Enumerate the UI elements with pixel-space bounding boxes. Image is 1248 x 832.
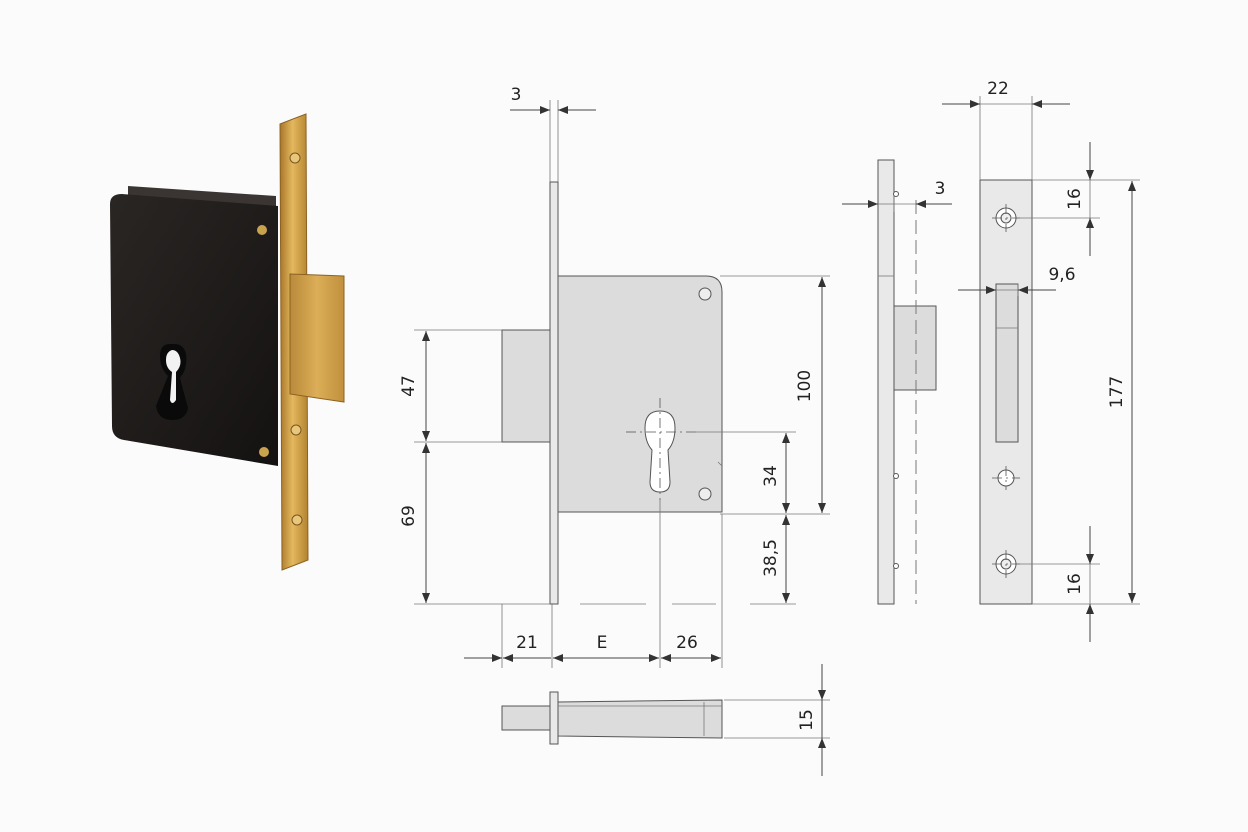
- dim-faceplate-width: 22: [987, 79, 1009, 99]
- faceplate-screw-2: [290, 424, 302, 436]
- case-screw-bottom-icon: [698, 487, 712, 501]
- front-case-notch: [717, 461, 723, 467]
- bolt-slot: [995, 283, 1019, 443]
- dim-front-thickness: 3: [511, 85, 522, 105]
- faceplate-view: 22 16 9,6 177 16: [942, 79, 1140, 642]
- dim-cylinder-bottom: 38,5: [761, 539, 781, 577]
- bottom-faceplate: [549, 691, 559, 745]
- lock-photo: [110, 113, 345, 571]
- front-view: 3 47 69 100 34 38,5 21 E 26: [399, 85, 830, 668]
- front-bolt: [501, 329, 551, 443]
- faceplate-screw-1: [289, 152, 301, 164]
- bottom-view: 15: [501, 664, 830, 776]
- front-faceplate: [549, 181, 559, 605]
- lock-body: [110, 194, 278, 466]
- body-screw-bottom: [259, 447, 269, 457]
- faceplate-screw-3: [291, 514, 303, 526]
- dim-case-depth: 15: [797, 709, 817, 731]
- dim-bolt-width: 9,6: [1048, 265, 1075, 285]
- side-faceplate: [877, 159, 895, 605]
- side-bolt: [893, 305, 937, 391]
- side-view: 3: [842, 159, 952, 605]
- body-screw-top: [257, 225, 267, 235]
- dim-backset: E: [597, 633, 608, 653]
- dim-case-tail: 26: [676, 633, 698, 653]
- dim-backset-lower: 69: [399, 505, 419, 527]
- dim-front-offset: 21: [516, 633, 538, 653]
- dim-cylinder-spacing: 34: [761, 465, 781, 487]
- dim-side-front-thickness: 3: [935, 179, 946, 199]
- keyhole-inner: [166, 350, 181, 403]
- deadbolt: [289, 273, 345, 403]
- dim-screw-offset-top: 16: [1065, 188, 1085, 210]
- dim-bolt-height: 47: [399, 375, 419, 397]
- dim-screw-offset-bottom: 16: [1065, 573, 1085, 595]
- bottom-case: [557, 699, 723, 739]
- dim-faceplate-height: 177: [1107, 376, 1127, 408]
- front-case: [557, 275, 723, 513]
- bottom-bolt: [501, 705, 551, 731]
- case-screw-top-icon: [698, 287, 712, 301]
- dim-case-height: 100: [795, 370, 815, 402]
